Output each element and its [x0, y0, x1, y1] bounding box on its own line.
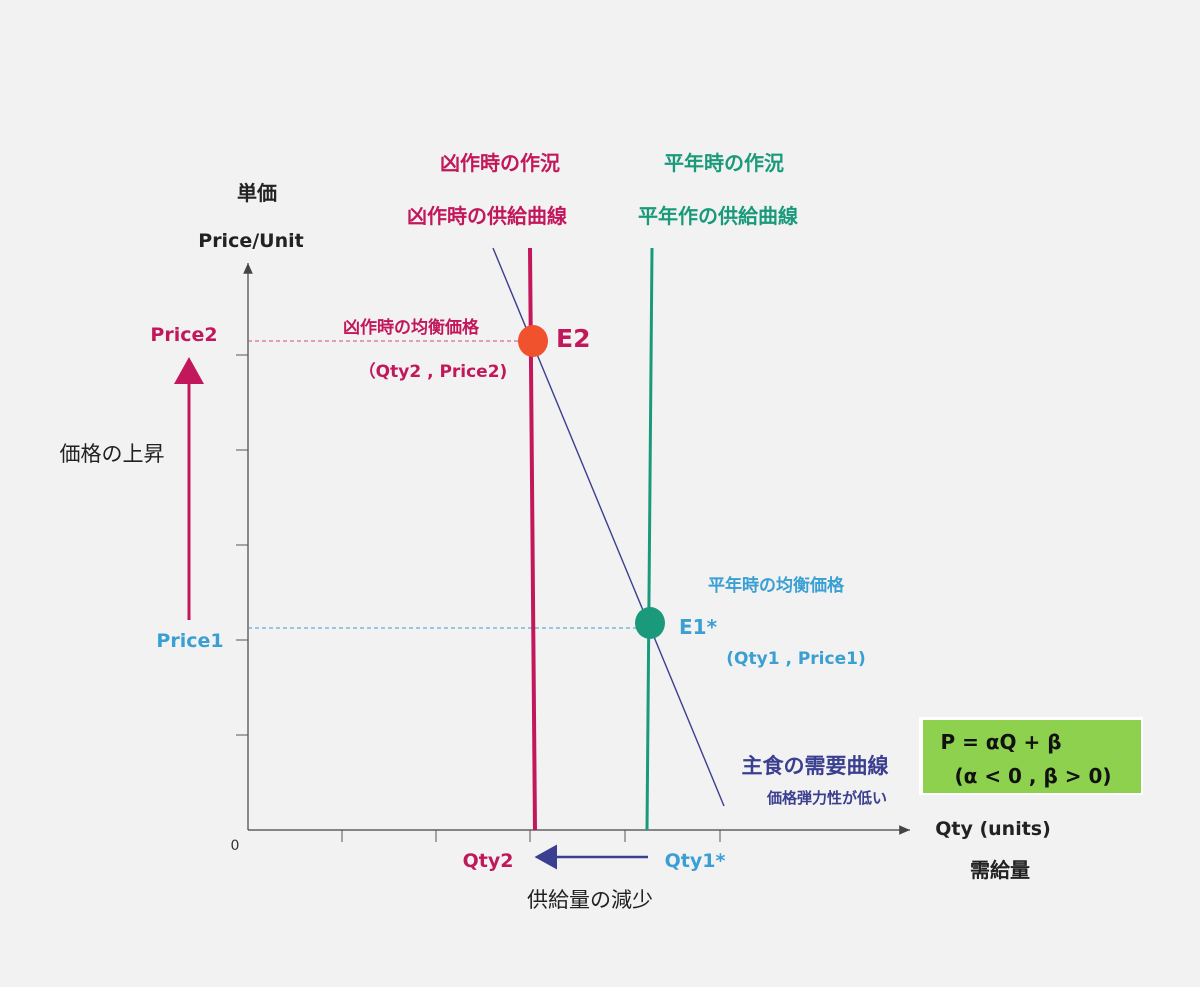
- e2-label: E2: [556, 324, 590, 353]
- e1-price-label: 平年時の均衡価格: [708, 575, 845, 596]
- e2-coords-label: （Qty2 , Price2): [359, 361, 508, 382]
- e1-coords-label: (Qty1 , Price1): [726, 649, 865, 669]
- x-axis-label-ja: 需給量: [970, 858, 1030, 882]
- formula-line-2: (α < 0 , β > 0): [954, 764, 1111, 788]
- normal-harvest-supply-label: 平年作の供給曲線: [638, 204, 798, 228]
- equilibrium-point-e1: [635, 607, 665, 639]
- formula-line-1: P = αQ + β: [940, 730, 1061, 754]
- equilibrium-point-e2: [518, 325, 548, 357]
- formula-box-fill: [923, 720, 1141, 793]
- qty1-tick-label: Qty1*: [665, 850, 726, 872]
- normal-harvest-header: 平年時の作況: [664, 151, 784, 175]
- supply-decrease-annotation: 供給量の減少: [527, 888, 653, 912]
- x-axis-label: Qty (units): [935, 818, 1051, 840]
- y-axis-label-ja: 単価: [237, 181, 277, 205]
- demand-curve-label: 主食の需要曲線: [742, 754, 889, 778]
- price-rise-annotation: 価格の上昇: [60, 442, 165, 466]
- y-axis-label: Price/Unit: [198, 230, 303, 252]
- price1-tick-label: Price1: [156, 630, 223, 652]
- origin-label: 0: [231, 838, 240, 854]
- bad-harvest-supply-label: 凶作時の供給曲線: [407, 204, 567, 228]
- e1-label: E1*: [679, 615, 718, 639]
- e2-price-label: 凶作時の均衡価格: [343, 317, 480, 338]
- qty2-tick-label: Qty2: [463, 850, 514, 872]
- demand-elasticity-label: 価格弾力性が低い: [766, 789, 887, 807]
- bad-harvest-header: 凶作時の作況: [440, 151, 560, 175]
- price2-tick-label: Price2: [150, 324, 217, 346]
- normal-harvest-supply-curve: [645, 247, 654, 831]
